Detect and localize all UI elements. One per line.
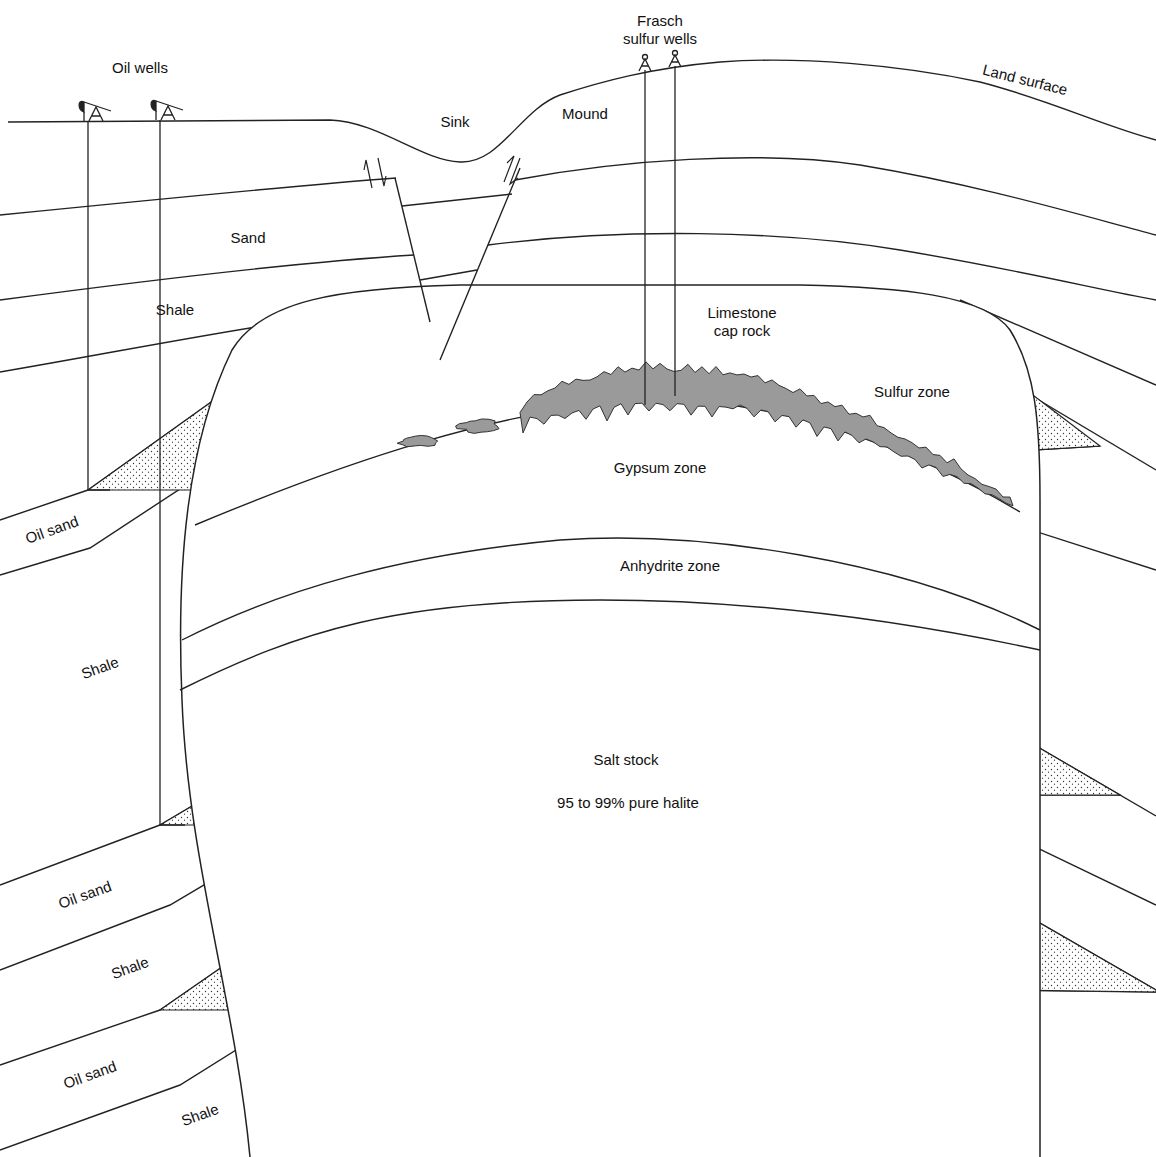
layer-label: Sand: [230, 229, 265, 247]
layer-label: Sulfur zone: [874, 383, 950, 401]
sulfur-deposit: [456, 419, 499, 433]
layer-label: Oil sand: [23, 512, 81, 548]
layer-label: Oil wells: [112, 59, 168, 77]
fault-line: [440, 168, 520, 360]
stratum-line: [402, 194, 512, 206]
stratum-line: [515, 158, 1156, 235]
pumpjack-symbol: [151, 100, 183, 120]
sulfur-deposit: [397, 435, 438, 446]
salt-dome-outline: [181, 285, 1040, 1157]
layer-label: Shale: [156, 301, 194, 319]
pumpjack-symbol: [79, 101, 111, 121]
fault-motion-arrows: [364, 156, 520, 188]
stratum-line: [0, 178, 396, 215]
layer-label: Land surface: [981, 61, 1070, 99]
wellhead-symbol: [639, 51, 681, 72]
sulfur-deposit: [520, 362, 1013, 506]
layer-label: Oil sand: [61, 1057, 119, 1093]
layer-label: Anhydrite zone: [620, 557, 720, 575]
layer-label: Sink: [440, 113, 469, 131]
layer-label: Shale: [179, 1100, 221, 1130]
layer-label: 95 to 99% pure halite: [557, 794, 699, 812]
fault-line: [395, 178, 430, 322]
layer-label: Shale: [109, 953, 151, 983]
salt-dome-fill: [181, 285, 1040, 1157]
oil-well-bore: [88, 121, 110, 490]
layer-label: Limestone cap rock: [702, 304, 782, 340]
land-surface-line: [8, 60, 1156, 162]
sulfur-well-bore: [644, 70, 645, 405]
layer-label: Shale: [79, 653, 121, 683]
layer-label: Oil sand: [56, 877, 114, 913]
zone-boundary: [180, 600, 1040, 690]
sulfur-well-bore: [674, 66, 675, 396]
layer-label: Mound: [562, 105, 608, 123]
layer-label: Gypsum zone: [614, 459, 707, 477]
oil-well-bore: [160, 120, 185, 825]
layer-label: Salt stock: [593, 751, 658, 769]
layer-label: Frasch sulfur wells: [619, 12, 701, 48]
zone-boundary: [182, 538, 1040, 640]
stratum-line: [420, 270, 477, 280]
